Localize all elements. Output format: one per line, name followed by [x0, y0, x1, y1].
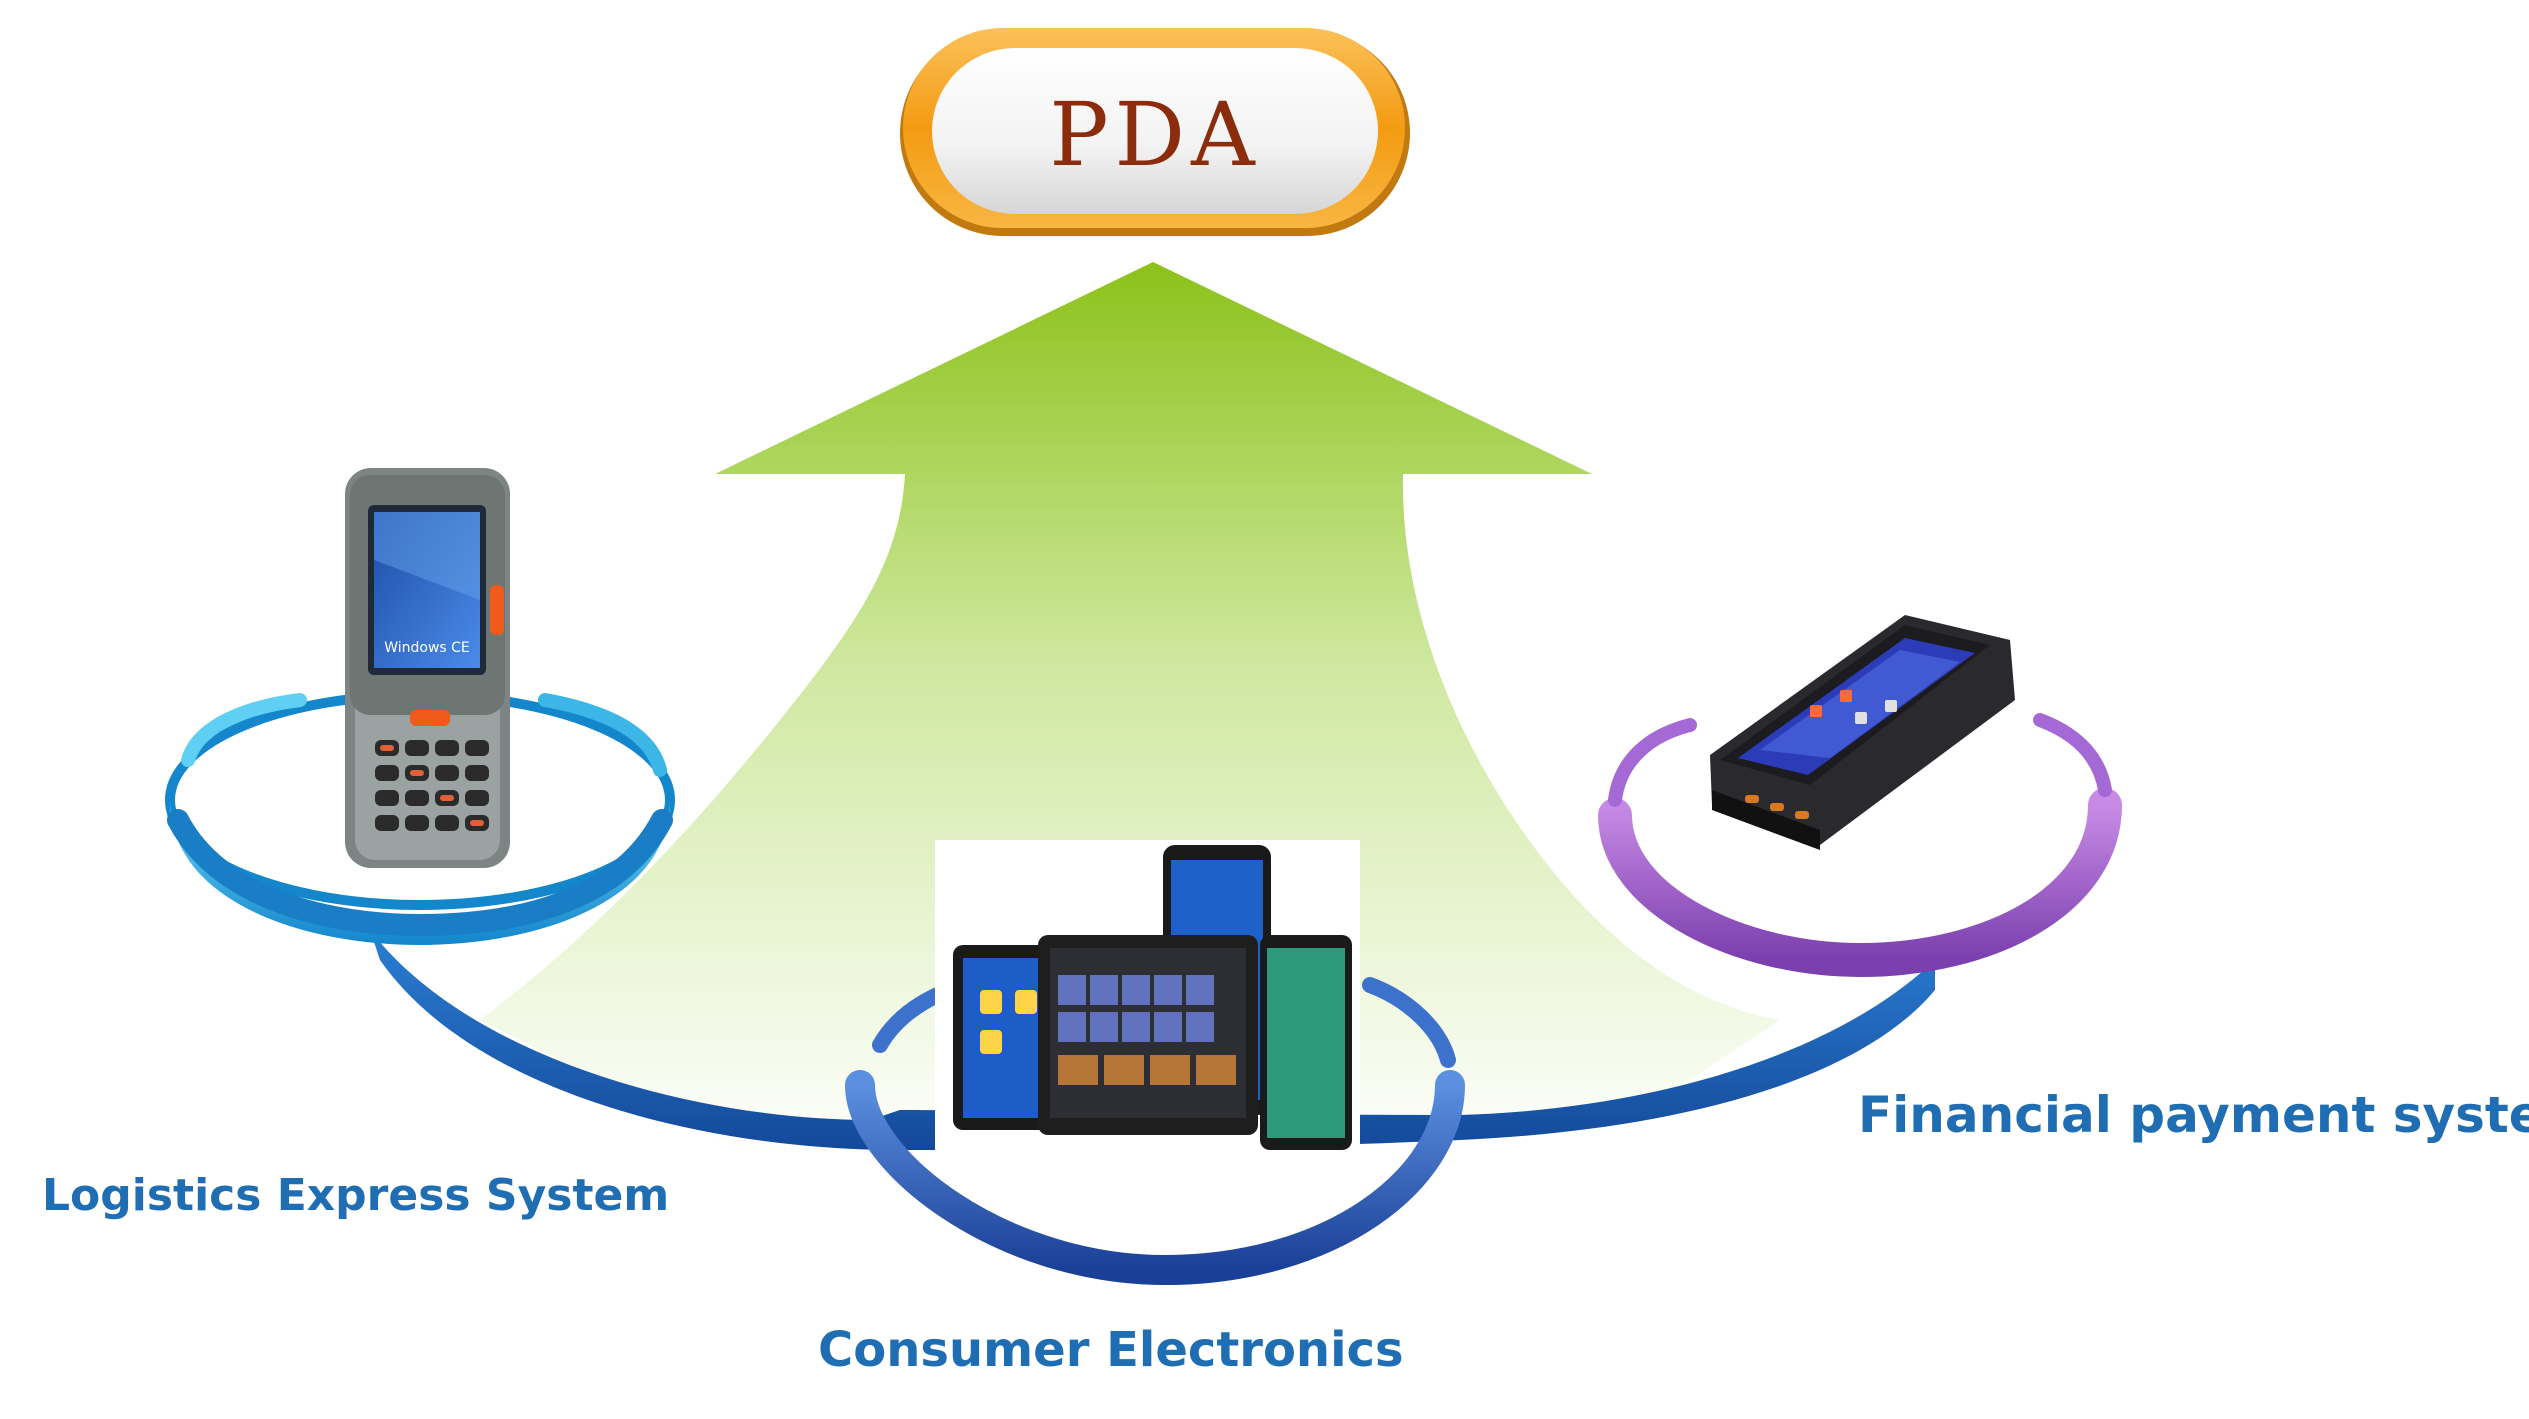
tablets-image	[935, 840, 1360, 1175]
handheld-terminal-image: Windows CE	[345, 468, 510, 868]
label-consumer-electronics: Consumer Electronics	[818, 1322, 1404, 1378]
pda-title-text: PDA	[1049, 83, 1260, 186]
ring-financial	[1598, 713, 2122, 978]
payment-terminal-image	[1710, 615, 2015, 850]
terminal-screen-text: Windows CE	[384, 640, 470, 656]
pda-title-pill: PDA	[900, 28, 1410, 236]
label-logistics-express-system: Logistics Express System	[42, 1170, 670, 1221]
upward-arrow	[480, 262, 1780, 1160]
ring-logistics	[165, 690, 675, 945]
label-financial-payment-system: Financial payment system	[1858, 1086, 2529, 1144]
